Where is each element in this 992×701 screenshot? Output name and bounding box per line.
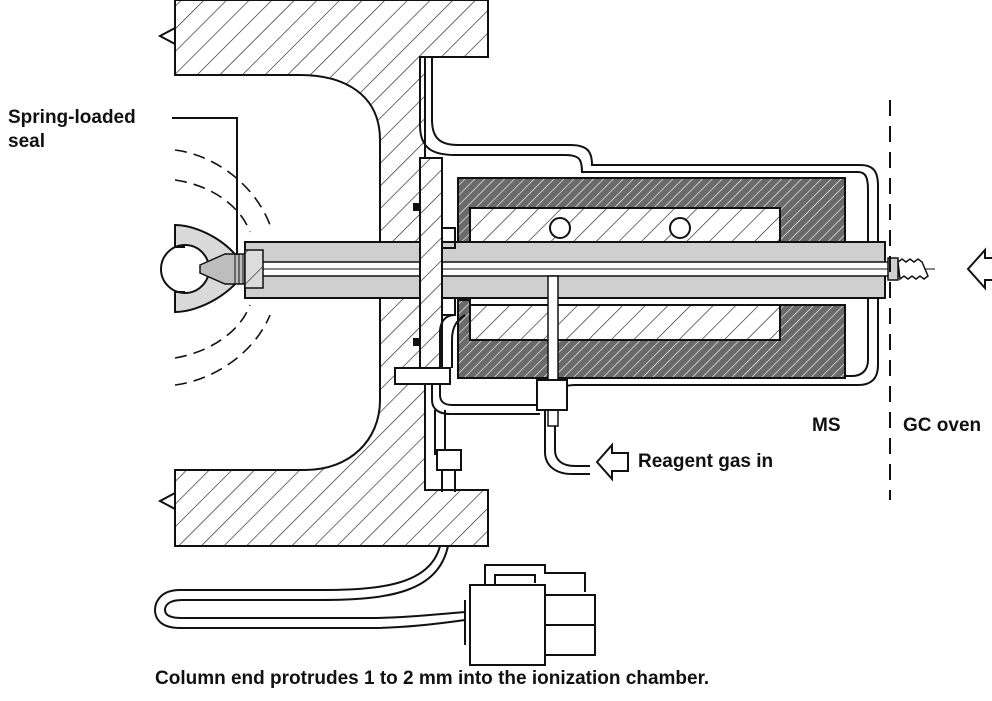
flange-body (157, 0, 489, 547)
caption: Column end protrudes 1 to 2 mm into the … (155, 668, 710, 689)
gc-oven-label: GC oven (903, 415, 982, 436)
seal-leader-line (172, 117, 238, 255)
spring-loaded-seal-label-line1: Spring-loaded (8, 107, 136, 128)
ms-label: MS (812, 415, 841, 436)
mounting-plate (413, 157, 456, 379)
ion-source (160, 149, 271, 386)
cable-connector (153, 545, 596, 666)
reagent-gas-label: Reagent gas in (638, 451, 774, 472)
spring-loaded-seal-label-line2: seal (8, 131, 45, 152)
gas-tubing (394, 314, 568, 492)
column-inlet-arrow (966, 247, 992, 291)
reagent-gas-arrow (595, 442, 629, 482)
ferrule-nut (887, 257, 929, 281)
